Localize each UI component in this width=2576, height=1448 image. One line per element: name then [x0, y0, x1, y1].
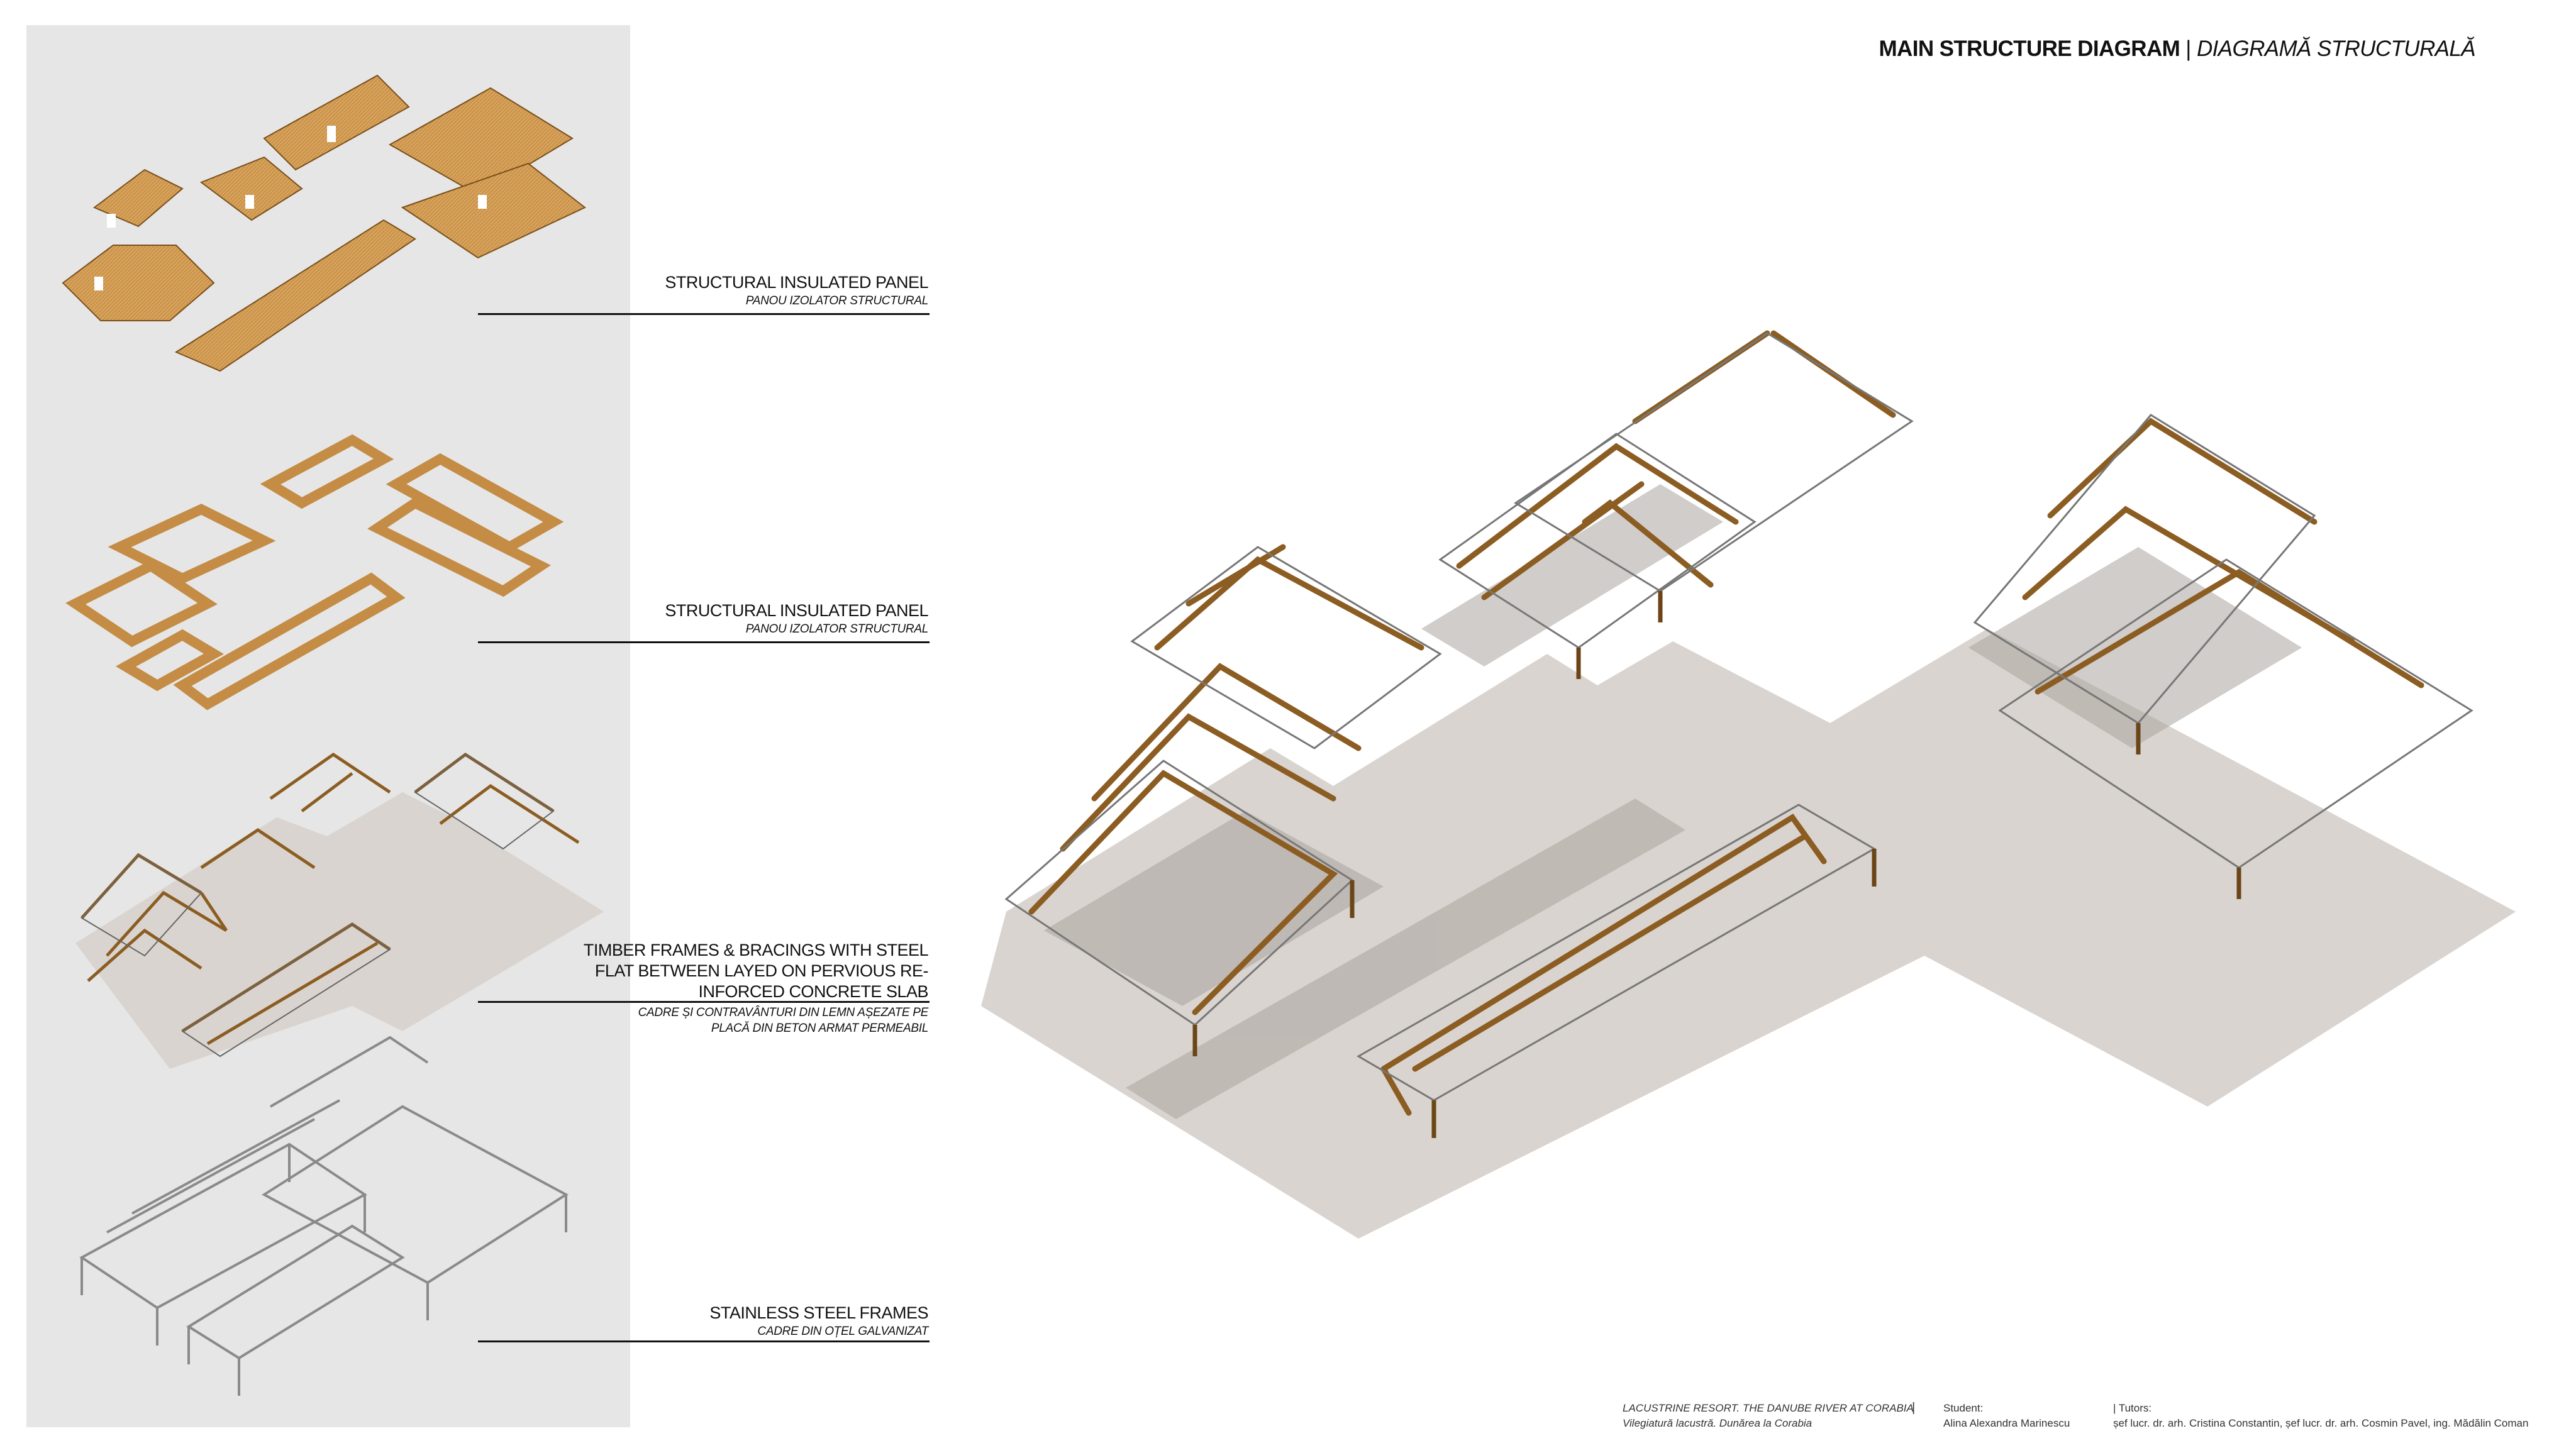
- title-separator: |: [2180, 36, 2197, 61]
- tutors-label: | Tutors:: [2113, 1402, 2152, 1414]
- title-sub: DIAGRAMĂ STRUCTURALĂ: [2196, 36, 2476, 61]
- layer-subtitle: PANOU IZOLATOR STRUCTURAL: [745, 622, 929, 636]
- project-title-en: LACUSTRINE RESORT. THE DANUBE RIVER AT C…: [1623, 1402, 1914, 1414]
- layer-label-wall-panels: STRUCTURAL INSULATED PANEL PANOU IZOLATO…: [665, 600, 928, 637]
- layer-title: STAINLESS STEEL FRAMES: [709, 1303, 928, 1322]
- title-main: MAIN STRUCTURE DIAGRAM: [1879, 36, 2180, 61]
- layer-subtitle-line: PLACĂ DIN BETON ARMAT PERMEABIL: [711, 1022, 928, 1035]
- leader-line: [478, 1001, 930, 1003]
- skylight-icon: [327, 126, 336, 142]
- skylight-icon: [107, 214, 116, 228]
- leader-line: [478, 641, 930, 643]
- leader-line: [478, 1340, 930, 1342]
- layer-label-roof-panels: STRUCTURAL INSULATED PANEL PANOU IZOLATO…: [665, 272, 928, 309]
- skylight-icon: [94, 277, 103, 290]
- layer-title: STRUCTURAL INSULATED PANEL: [665, 273, 928, 292]
- layer-label-timber-frames: TIMBER FRAMES & BRACINGS WITH STEEL FLAT…: [583, 940, 929, 1002]
- layer-title-line: TIMBER FRAMES & BRACINGS WITH STEEL: [583, 941, 929, 959]
- timber-frames-layer: [75, 752, 604, 1069]
- frame-shadows: [1044, 484, 2302, 1119]
- steel-frames-layer: [79, 1036, 569, 1396]
- tutors-names: șef lucr. dr. arh. Cristina Constantin, …: [2113, 1417, 2529, 1429]
- footer-student: Student: Alina Alexandra Marinescu: [1943, 1401, 2070, 1431]
- student-name: Alina Alexandra Marinescu: [1943, 1417, 2070, 1429]
- skylight-icon: [478, 195, 487, 209]
- layer-subtitle: PANOU IZOLATOR STRUCTURAL: [745, 294, 929, 307]
- timber-frames: [1028, 330, 2424, 1116]
- layer-subtitle: CADRE DIN OȚEL GALVANIZAT: [757, 1325, 928, 1338]
- layer-subtitle-line: CADRE ȘI CONTRAVÂNTURI DIN LEMN AȘEZATE …: [638, 1006, 929, 1019]
- page-title: MAIN STRUCTURE DIAGRAM | DIAGRAMĂ STRUCT…: [1879, 36, 2475, 62]
- columns: [1192, 591, 2241, 1138]
- leader-line: [478, 313, 930, 315]
- skylight-icon: [245, 195, 254, 209]
- student-label: Student:: [1943, 1402, 1984, 1414]
- main-structure-diagram: [981, 330, 2516, 1239]
- layer-sublabel-timber-frames: CADRE ȘI CONTRAVÂNTURI DIN LEMN AȘEZATE …: [638, 1005, 929, 1036]
- roof-panels-layer: [62, 74, 586, 372]
- footer-project: LACUSTRINE RESORT. THE DANUBE RIVER AT C…: [1623, 1401, 1914, 1431]
- layer-title-line: INFORCED CONCRETE SLAB: [698, 982, 928, 1001]
- layer-title-line: FLAT BETWEEN LAYED ON PERVIOUS RE-: [594, 961, 929, 980]
- concrete-slab: [981, 629, 2516, 1239]
- layer-label-steel-frames: STAINLESS STEEL FRAMES CADRE DIN OȚEL GA…: [709, 1303, 928, 1339]
- footer-divider: |: [1912, 1401, 1916, 1415]
- wall-panels-layer: [65, 434, 564, 710]
- project-title-ro: Vilegiatură lacustră. Dunărea la Corabia: [1623, 1417, 1813, 1429]
- layer-title: STRUCTURAL INSULATED PANEL: [665, 601, 928, 620]
- footer-tutors: | Tutors: șef lucr. dr. arh. Cristina Co…: [2113, 1401, 2528, 1431]
